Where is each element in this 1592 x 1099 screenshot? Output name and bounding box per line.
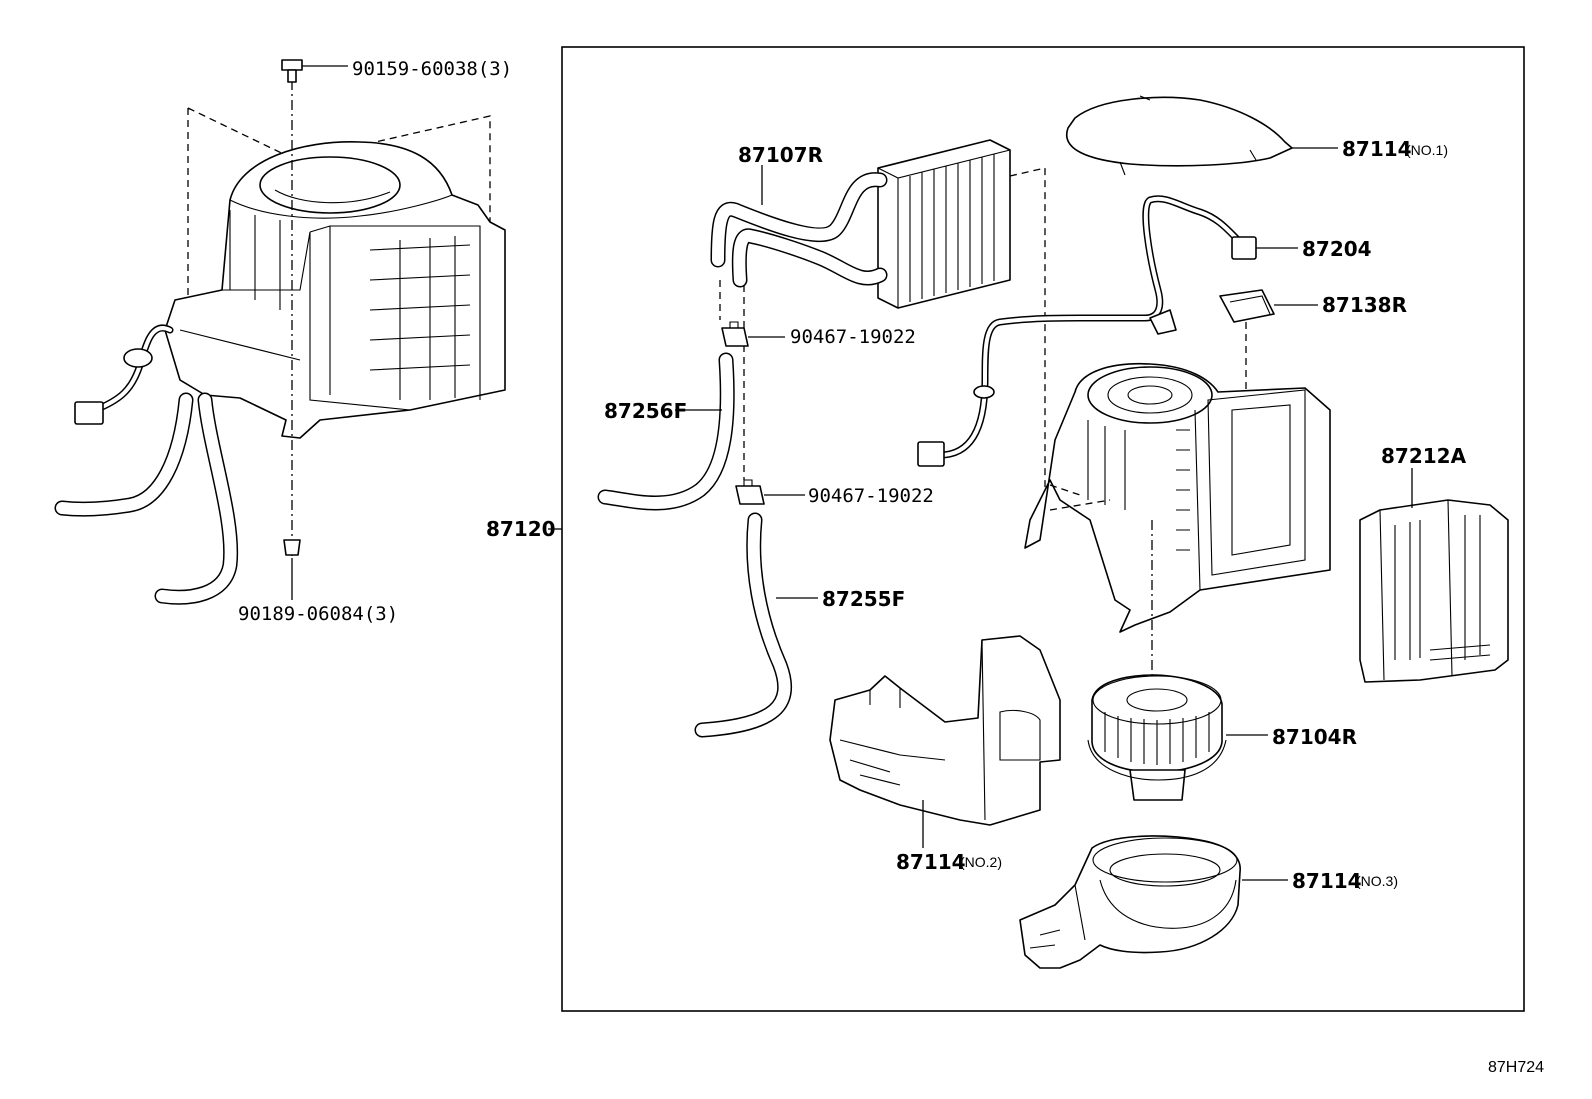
label-radiator: 87107R bbox=[738, 143, 823, 167]
label-hose-clamp-lower: 90467-19022 bbox=[808, 485, 934, 507]
label-blower-case: 87114 bbox=[1292, 869, 1362, 893]
label-duct: 87114 bbox=[896, 850, 966, 874]
label-hose-clamp-upper: 90467-19022 bbox=[790, 326, 916, 348]
label-hose-lower: 87255F bbox=[822, 587, 905, 611]
top-cover-illustration bbox=[1065, 95, 1293, 176]
label-blower-motor: 87104R bbox=[1272, 725, 1357, 749]
label-assembly: 87120 bbox=[486, 517, 556, 541]
label-duct-suffix: (NO.2) bbox=[960, 854, 1002, 870]
hose-lower-illustration bbox=[694, 512, 793, 738]
case-cover-illustration bbox=[1359, 499, 1509, 683]
duct-illustration bbox=[829, 635, 1061, 826]
reference-code: 87H724 bbox=[1488, 1059, 1544, 1076]
label-servo: 87138R bbox=[1322, 293, 1407, 317]
label-blower-case-suffix: (NO.3) bbox=[1356, 873, 1398, 889]
label-cover-top: 87114 bbox=[1342, 137, 1412, 161]
blower-lower-case-illustration bbox=[1019, 835, 1241, 969]
blower-housing-illustration bbox=[1024, 362, 1331, 690]
servo-motor-illustration bbox=[1219, 289, 1275, 402]
blower-motor-illustration bbox=[1087, 674, 1227, 801]
label-bolt: 90159-60038(3) bbox=[352, 58, 512, 80]
assembled-unit-illustration bbox=[54, 59, 506, 605]
label-hose-upper: 87256F bbox=[604, 399, 687, 423]
hose-clamp-lower-illustration bbox=[735, 479, 765, 505]
heater-radiator-illustration bbox=[710, 139, 1046, 505]
hose-upper-illustration bbox=[597, 352, 735, 511]
hose-clamp-upper-illustration bbox=[721, 321, 749, 347]
label-clip-bottom: 90189-06084(3) bbox=[238, 603, 398, 625]
label-cover-top-suffix: (NO.1) bbox=[1406, 142, 1448, 158]
wire-harness-illustration bbox=[917, 195, 1257, 467]
label-harness: 87204 bbox=[1302, 237, 1372, 261]
label-case-cover: 87212A bbox=[1381, 444, 1467, 468]
